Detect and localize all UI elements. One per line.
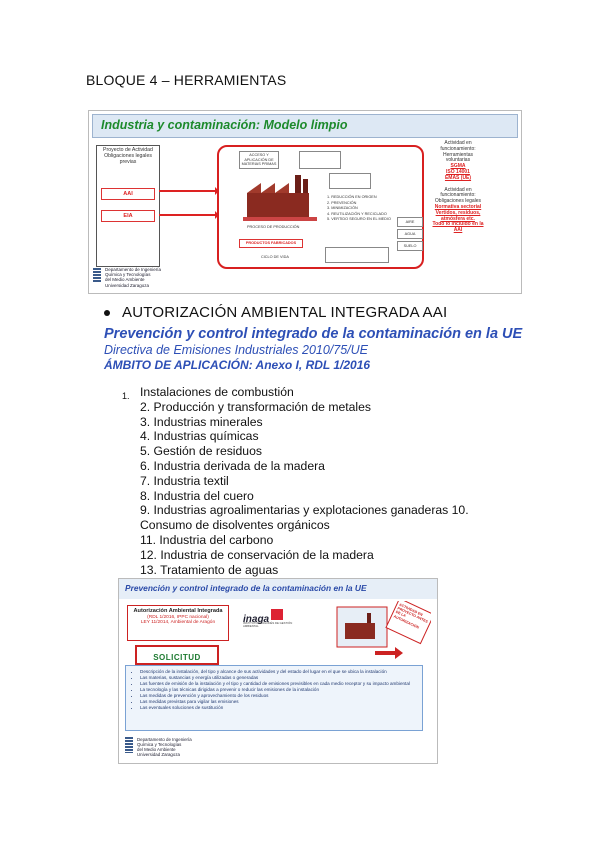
slide-title: Industria y contaminación: Modelo limpio bbox=[101, 118, 348, 132]
university-logo-icon bbox=[125, 737, 133, 753]
requirement-item: Las medidas de prevención y aprovechamie… bbox=[140, 693, 418, 699]
directive-line: Directiva de Emisiones Industriales 2010… bbox=[104, 343, 369, 357]
list-item: 13. Tratamiento de aguas bbox=[140, 562, 279, 577]
footer-line: Química y Tecnologías bbox=[105, 272, 151, 278]
voluntary-link: EMAS (UE) bbox=[444, 174, 472, 181]
slide-footer: Departamento de Ingeniería Química y Tec… bbox=[93, 267, 161, 288]
aai-title: Autorización Ambiental Integrada bbox=[133, 608, 223, 614]
requirement-item: Las fuentes de emisión de la instalación… bbox=[140, 681, 418, 687]
legal-link: Vertidos, residuos, atmósfera etc. bbox=[435, 209, 481, 222]
aai-sub: LEY 11/2014, Ambiental de Aragón bbox=[140, 620, 216, 626]
scope-line: ÁMBITO DE APLICACIÓN: Anexo I, RDL 1/201… bbox=[104, 358, 371, 372]
footer-line: del Medio Ambiente bbox=[105, 277, 145, 283]
inaga-logo: inaga INSTITUTO ARAGONÉS DE GESTIÓN AMBI… bbox=[243, 609, 292, 631]
requirement-item: La tecnología y las técnicas dirigidas a… bbox=[140, 687, 418, 693]
voluntary-tools-text: Actividad en funcionamiento: Herramienta… bbox=[440, 140, 476, 164]
inaga-name: inaga bbox=[243, 614, 270, 625]
voluntary-link: ISO 14001 bbox=[446, 168, 470, 175]
list-item: 4. Industrias químicas bbox=[140, 429, 259, 444]
raw-materials-box: ACCESO Y APLICACIÓN DE MATERIAS PRIMAS bbox=[239, 151, 279, 169]
list-marker: 1. bbox=[122, 391, 130, 401]
media-box-air: AIRE bbox=[397, 217, 423, 227]
inaga-subtitle: INSTITUTO ARAGONÉS DE GESTIÓN AMBIENTAL bbox=[243, 621, 293, 629]
footer-line: del Medio Ambiente bbox=[137, 747, 176, 752]
section-title: AUTORIZACIÓN AMBIENTAL INTEGRADA AAI bbox=[122, 304, 448, 321]
list-item: 6. Industria derivada de la madera bbox=[140, 458, 325, 473]
media-box-soil: SUELO bbox=[397, 241, 423, 251]
operation-panel: Actividad en funcionamiento: Herramienta… bbox=[431, 140, 485, 287]
arrow-icon bbox=[159, 187, 219, 219]
list-item: 11. Industria del carbono bbox=[140, 532, 274, 547]
aai-box: Autorización Ambiental Integrada (RDL 1/… bbox=[127, 605, 229, 641]
list-item: 2. Producción y transformación de metale… bbox=[140, 399, 371, 414]
hierarchy-item: 3. MINIMIZACIÓN bbox=[327, 206, 358, 211]
slide-clean-model: Industria y contaminación: Modelo limpio… bbox=[88, 110, 522, 294]
lifecycle-label: CICLO DE VIDA bbox=[261, 255, 289, 259]
voluntary-link: SGMA bbox=[450, 163, 466, 170]
inaga-mark-icon bbox=[271, 609, 283, 620]
slide-footer: Departamento de Ingeniería Química y Tec… bbox=[125, 737, 192, 757]
waste-box bbox=[329, 173, 371, 189]
list-item: Instalaciones de combustión bbox=[140, 385, 294, 399]
project-panel-text: Proyecto de Actividad Obligaciones legal… bbox=[103, 147, 153, 165]
footer-line: Universidad Zaragoza bbox=[137, 752, 180, 757]
footer-line: Departamento de Ingeniería bbox=[105, 267, 162, 272]
hierarchy-list: 1. REDUCCIÓN EN ORIGEN 2. PREVENCIÓN 3. … bbox=[327, 195, 407, 222]
university-logo-icon bbox=[93, 268, 101, 282]
hierarchy-item: 2. PREVENCIÓN bbox=[327, 200, 357, 205]
slide-header: Prevención y control integrado de la con… bbox=[119, 579, 437, 599]
list-item: 12. Industria de conservación de la made… bbox=[140, 547, 374, 562]
project-diagram-icon bbox=[336, 601, 431, 659]
slide-solicitud: Prevención y control integrado de la con… bbox=[118, 578, 438, 764]
energy-box bbox=[299, 151, 341, 169]
slide-header: Industria y contaminación: Modelo limpio bbox=[92, 114, 518, 138]
products-box: PRODUCTOS FABRICADOS bbox=[239, 239, 303, 248]
eia-box: EIA bbox=[101, 210, 155, 222]
requirement-item: Las eventuales soluciones de sustitución bbox=[140, 705, 418, 711]
list-item: 8. Industria del cuero bbox=[140, 488, 254, 503]
requirement-item: Las materias, sustancias y energía utili… bbox=[140, 675, 418, 681]
legal-link: Normativa sectorial bbox=[434, 203, 482, 210]
aai-sub: (RDL 1/2016, IPPC nacional) bbox=[147, 614, 209, 620]
section-bullet: AUTORIZACIÓN AMBIENTAL INTEGRADA AAI bbox=[104, 304, 447, 321]
safe-disposal-box bbox=[325, 247, 389, 263]
hierarchy-item: 5. VERTIDO SEGURO EN EL MEDIO bbox=[327, 217, 391, 222]
hierarchy-item: 1. REDUCCIÓN EN ORIGEN bbox=[327, 195, 377, 199]
solicitud-banner: SOLICITUD bbox=[135, 645, 219, 665]
requirement-item: Las medidas previstas para vigilar las e… bbox=[140, 699, 418, 705]
media-box-water: AGUA bbox=[397, 229, 423, 239]
hierarchy-item: 4. REUTILIZACIÓN Y RECICLADO bbox=[327, 211, 387, 216]
footer-line: Universidad Zaragoza bbox=[105, 282, 150, 288]
requirements-box: Descripción de la instalación, del tipo … bbox=[125, 665, 423, 731]
factory-icon bbox=[243, 175, 317, 221]
aai-box: AAI bbox=[101, 188, 155, 200]
solicitud-label: SOLICITUD bbox=[153, 653, 201, 662]
footer-line: Química y Tecnologías bbox=[137, 742, 182, 747]
legal-obligations-text: Actividad en funcionamiento: Obligacione… bbox=[434, 186, 482, 205]
project-panel: Proyecto de Actividad Obligaciones legal… bbox=[96, 145, 160, 267]
process-frame bbox=[217, 145, 424, 269]
list-item: 5. Gestión de residuos bbox=[140, 444, 262, 459]
legal-link: Todo lo incluido en la AAI bbox=[432, 221, 484, 234]
list-item: 3. Industrias minerales bbox=[140, 414, 263, 429]
section-subtitle: Prevención y control integrado de la con… bbox=[104, 326, 523, 342]
footer-line: Departamento de Ingeniería bbox=[137, 737, 192, 742]
list-item: 7. Industria textil bbox=[140, 473, 229, 488]
list-item: Consumo de disolventes orgánicos bbox=[140, 518, 330, 533]
bullet-icon bbox=[104, 309, 110, 316]
production-label: PROCESO DE PRODUCCIÓN bbox=[247, 225, 300, 229]
requirement-item: Descripción de la instalación, del tipo … bbox=[140, 669, 418, 675]
document-heading: BLOQUE 4 – HERRAMIENTAS bbox=[86, 72, 287, 88]
slide-title: Prevención y control integrado de la con… bbox=[125, 583, 367, 593]
list-item: 9. Industrias agroalimentarias y explota… bbox=[140, 503, 469, 518]
